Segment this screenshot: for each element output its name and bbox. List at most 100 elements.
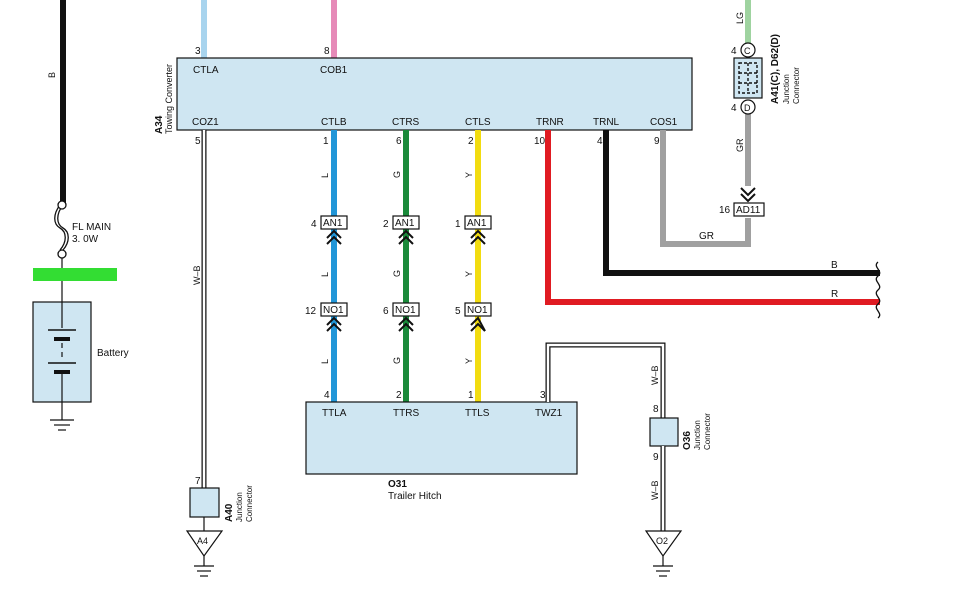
- junction-a41-letter-c: C: [744, 46, 751, 56]
- junction-o36-name-2: Connector: [703, 413, 712, 450]
- a34-pin-ctrs-num: 6: [396, 136, 402, 147]
- wire-label-b-trnl: B: [831, 260, 838, 271]
- a34-pin-ctls-num: 2: [468, 136, 474, 147]
- chevron-icon-an1: [326, 229, 486, 245]
- connector-an1-g-name: AN1: [395, 218, 415, 229]
- a40-pin: 7: [195, 476, 201, 487]
- connector-an1-g: [392, 215, 420, 230]
- o36-top-pin: 8: [653, 404, 659, 415]
- ground-connector-o2: [644, 530, 683, 558]
- a34-pin-trnl-num: 4: [597, 136, 603, 147]
- battery-icon: [48, 302, 76, 402]
- connector-no1-l-name: NO1: [323, 305, 344, 316]
- connector-ad11: [733, 202, 765, 217]
- wire-label-g-3: G: [392, 357, 402, 364]
- towing-converter-code: A34: [154, 115, 165, 134]
- junction-o36-code: O36: [682, 431, 693, 450]
- connector-no1-g-pin: 6: [383, 306, 389, 317]
- wire-label-l-3: L: [320, 359, 330, 364]
- junction-a41-top-pin: 4: [731, 46, 737, 57]
- chevron-down-icon-ad11: [740, 187, 756, 203]
- junction-a41-grid: [738, 62, 758, 94]
- wire-cos1-gray: [660, 130, 751, 247]
- junction-a40-name-2: Connector: [245, 485, 254, 522]
- ground-icon-o2: [653, 556, 673, 577]
- highlight-marker: [33, 268, 117, 281]
- connector-no1-y-name: NO1: [467, 305, 488, 316]
- a34-pin-coz1: COZ1: [192, 117, 219, 128]
- connector-an1-l: [320, 215, 348, 230]
- towing-converter-name: Towing Converter: [164, 64, 174, 134]
- connector-an1-y-name: AN1: [467, 218, 487, 229]
- a34-pin-cob1: COB1: [320, 65, 348, 76]
- wire-label-g-2: G: [392, 270, 402, 277]
- ground-connector-a4: [185, 530, 224, 558]
- wire-label-r-trnr: R: [831, 289, 838, 300]
- fusible-link-icon: [54, 200, 69, 259]
- a34-pin-ctrs: CTRS: [392, 117, 420, 128]
- a34-pin-ctla: CTLA: [193, 65, 219, 76]
- ground-icon-battery: [50, 402, 74, 431]
- junction-o36-name-1: Junction: [693, 420, 702, 450]
- junction-a41-name-2: Connector: [792, 67, 801, 104]
- junction-a41-letter-d: D: [744, 103, 751, 113]
- wire-label-wb-o36-top: W–B: [650, 365, 660, 385]
- trailer-hitch-name: Trailer Hitch: [388, 491, 442, 502]
- battery-label: Battery: [97, 348, 129, 359]
- junction-a40-box: [189, 487, 220, 518]
- wire-label-y-3: Y: [464, 358, 474, 364]
- connector-ad11-name: AD11: [736, 205, 761, 216]
- connector-no1-l: [320, 302, 348, 317]
- junction-o36-box: [649, 417, 679, 447]
- wire-twz1-wb: [545, 342, 666, 418]
- wire-label-lg: LG: [735, 12, 745, 24]
- wire-label-wb-o36-bottom: W–B: [650, 480, 660, 500]
- a34-pin-trnr: TRNR: [536, 117, 564, 128]
- o31-pin-ttrs-num: 2: [396, 390, 402, 401]
- wire-label-gr-a41: GR: [735, 138, 745, 152]
- wire-break-icon: [875, 261, 881, 319]
- connector-an1-l-pin: 4: [311, 219, 317, 230]
- connector-no1-y: [464, 302, 492, 317]
- a34-pin-ctls: CTLS: [465, 117, 491, 128]
- connector-no1-y-pin: 5: [455, 306, 461, 317]
- o31-pin-ttla-num: 4: [324, 390, 330, 401]
- junction-a41-code: A41(C), D62(D): [770, 34, 781, 104]
- wire-label-b-battery: B: [47, 72, 57, 78]
- wire-label-l-1: L: [320, 173, 330, 178]
- connector-an1-y: [464, 215, 492, 230]
- a34-pin-cos1: COS1: [650, 117, 678, 128]
- fuse-name: FL MAIN: [72, 222, 111, 233]
- junction-a41-bottom-pin: 4: [731, 103, 737, 114]
- wire-label-y-2: Y: [464, 271, 474, 277]
- wire-trnl-black: [603, 130, 880, 276]
- junction-a40-name-1: Junction: [235, 492, 244, 522]
- wire-label-l-2: L: [320, 272, 330, 277]
- o36-bottom-pin: 9: [653, 452, 659, 463]
- junction-a41-pin-d: [740, 99, 756, 115]
- wire-label-wb-coz1: W–B: [192, 265, 202, 285]
- trailer-hitch-box: [305, 401, 578, 475]
- ground-icon-a4: [194, 556, 214, 577]
- a34-pin-cos1-num: 9: [654, 136, 660, 147]
- a34-pin-trnl: TRNL: [593, 117, 620, 128]
- junction-a40-code: A40: [224, 503, 235, 522]
- connector-an1-y-pin: 1: [455, 219, 461, 230]
- ground-label-o2: O2: [656, 536, 668, 546]
- o31-pin-ttls-num: 1: [468, 390, 474, 401]
- wire-trnr-red: [545, 130, 880, 305]
- connector-an1-l-name: AN1: [323, 218, 343, 229]
- o31-pin-ttla: TTLA: [322, 408, 347, 419]
- junction-a41-pin-c: [740, 42, 756, 58]
- o31-pin-ttls: TTLS: [465, 408, 490, 419]
- o31-pin-twz1-num: 3: [540, 390, 546, 401]
- a34-pin-ctlb-num: 1: [323, 136, 329, 147]
- wire-label-y-1: Y: [464, 172, 474, 178]
- ground-label-a4: A4: [197, 536, 208, 546]
- towing-converter-box: [176, 57, 693, 131]
- fuse-rating: 3. 0W: [72, 234, 99, 245]
- connector-an1-g-pin: 2: [383, 219, 389, 230]
- wire-label-g-1: G: [392, 171, 402, 178]
- junction-a41-name-1: Junction: [782, 74, 791, 104]
